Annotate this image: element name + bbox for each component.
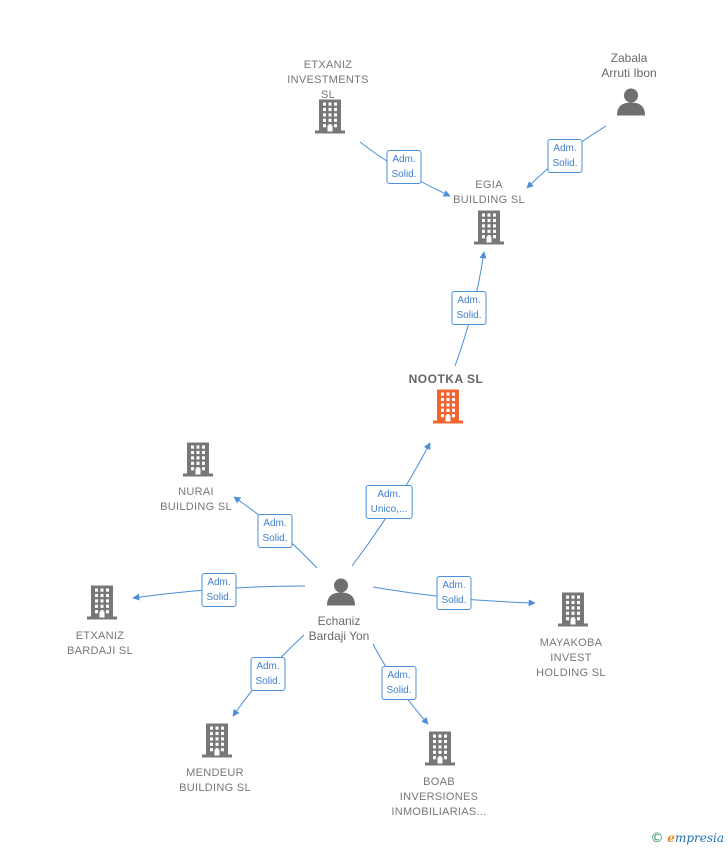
person-icon-echaniz[interactable]: [327, 578, 355, 611]
node-label-nurai[interactable]: NURAI BUILDING SL: [160, 486, 232, 513]
edge-label-echaniz-to-boab[interactable]: Adm. Solid.: [381, 666, 417, 700]
edge-label-echaniz-to-etxaniz_bardaji[interactable]: Adm. Solid.: [201, 573, 237, 607]
edge-label-echaniz-to-nurai[interactable]: Adm. Solid.: [257, 514, 293, 548]
person-icon-zabala[interactable]: [617, 88, 645, 121]
edge-label-echaniz-to-mayakoba[interactable]: Adm. Solid.: [436, 576, 472, 610]
node-label-mayakoba[interactable]: MAYAKOBA INVEST HOLDING SL: [536, 637, 606, 679]
node-label-etxaniz_bardaji[interactable]: ETXANIZ BARDAJI SL: [67, 630, 133, 657]
node-label-etxaniz_investments[interactable]: ETXANIZ INVESTMENTS SL: [287, 59, 369, 101]
copyright-symbol: ©: [650, 831, 664, 846]
node-label-zabala[interactable]: Zabala Arruti Ibon: [601, 51, 657, 80]
building-icon-boab[interactable]: [425, 731, 455, 771]
building-icon-etxaniz_bardaji[interactable]: [87, 585, 117, 625]
empresia-watermark: © empresia: [650, 831, 724, 846]
building-icon-mendeur[interactable]: [202, 723, 232, 763]
node-label-echaniz[interactable]: Echaniz Bardaji Yon: [308, 614, 370, 643]
brand-initial: e: [667, 831, 675, 845]
node-label-boab[interactable]: BOAB INVERSIONES INMOBILIARIAS...: [391, 776, 487, 818]
brand-name: mpresia: [674, 831, 724, 845]
building-icon-nurai[interactable]: [183, 442, 213, 482]
building-icon-nootka[interactable]: [433, 389, 463, 429]
node-label-egia[interactable]: EGIA BUILDING SL: [453, 179, 525, 206]
edge-label-echaniz-to-mendeur[interactable]: Adm. Solid.: [250, 657, 286, 691]
node-label-nootka[interactable]: NOOTKA SL: [408, 372, 484, 386]
edge-label-echaniz-to-nootka[interactable]: Adm. Unico,...: [365, 485, 413, 519]
node-label-mendeur[interactable]: MENDEUR BUILDING SL: [179, 767, 251, 794]
building-icon-mayakoba[interactable]: [558, 592, 588, 632]
edge-label-etxaniz_investments-to-egia[interactable]: Adm. Solid.: [386, 150, 422, 184]
edge-label-nootka-to-egia[interactable]: Adm. Solid.: [451, 291, 487, 325]
building-icon-egia[interactable]: [474, 210, 504, 250]
building-icon-etxaniz_investments[interactable]: [315, 99, 345, 139]
edge-label-zabala-to-egia[interactable]: Adm. Solid.: [547, 139, 583, 173]
